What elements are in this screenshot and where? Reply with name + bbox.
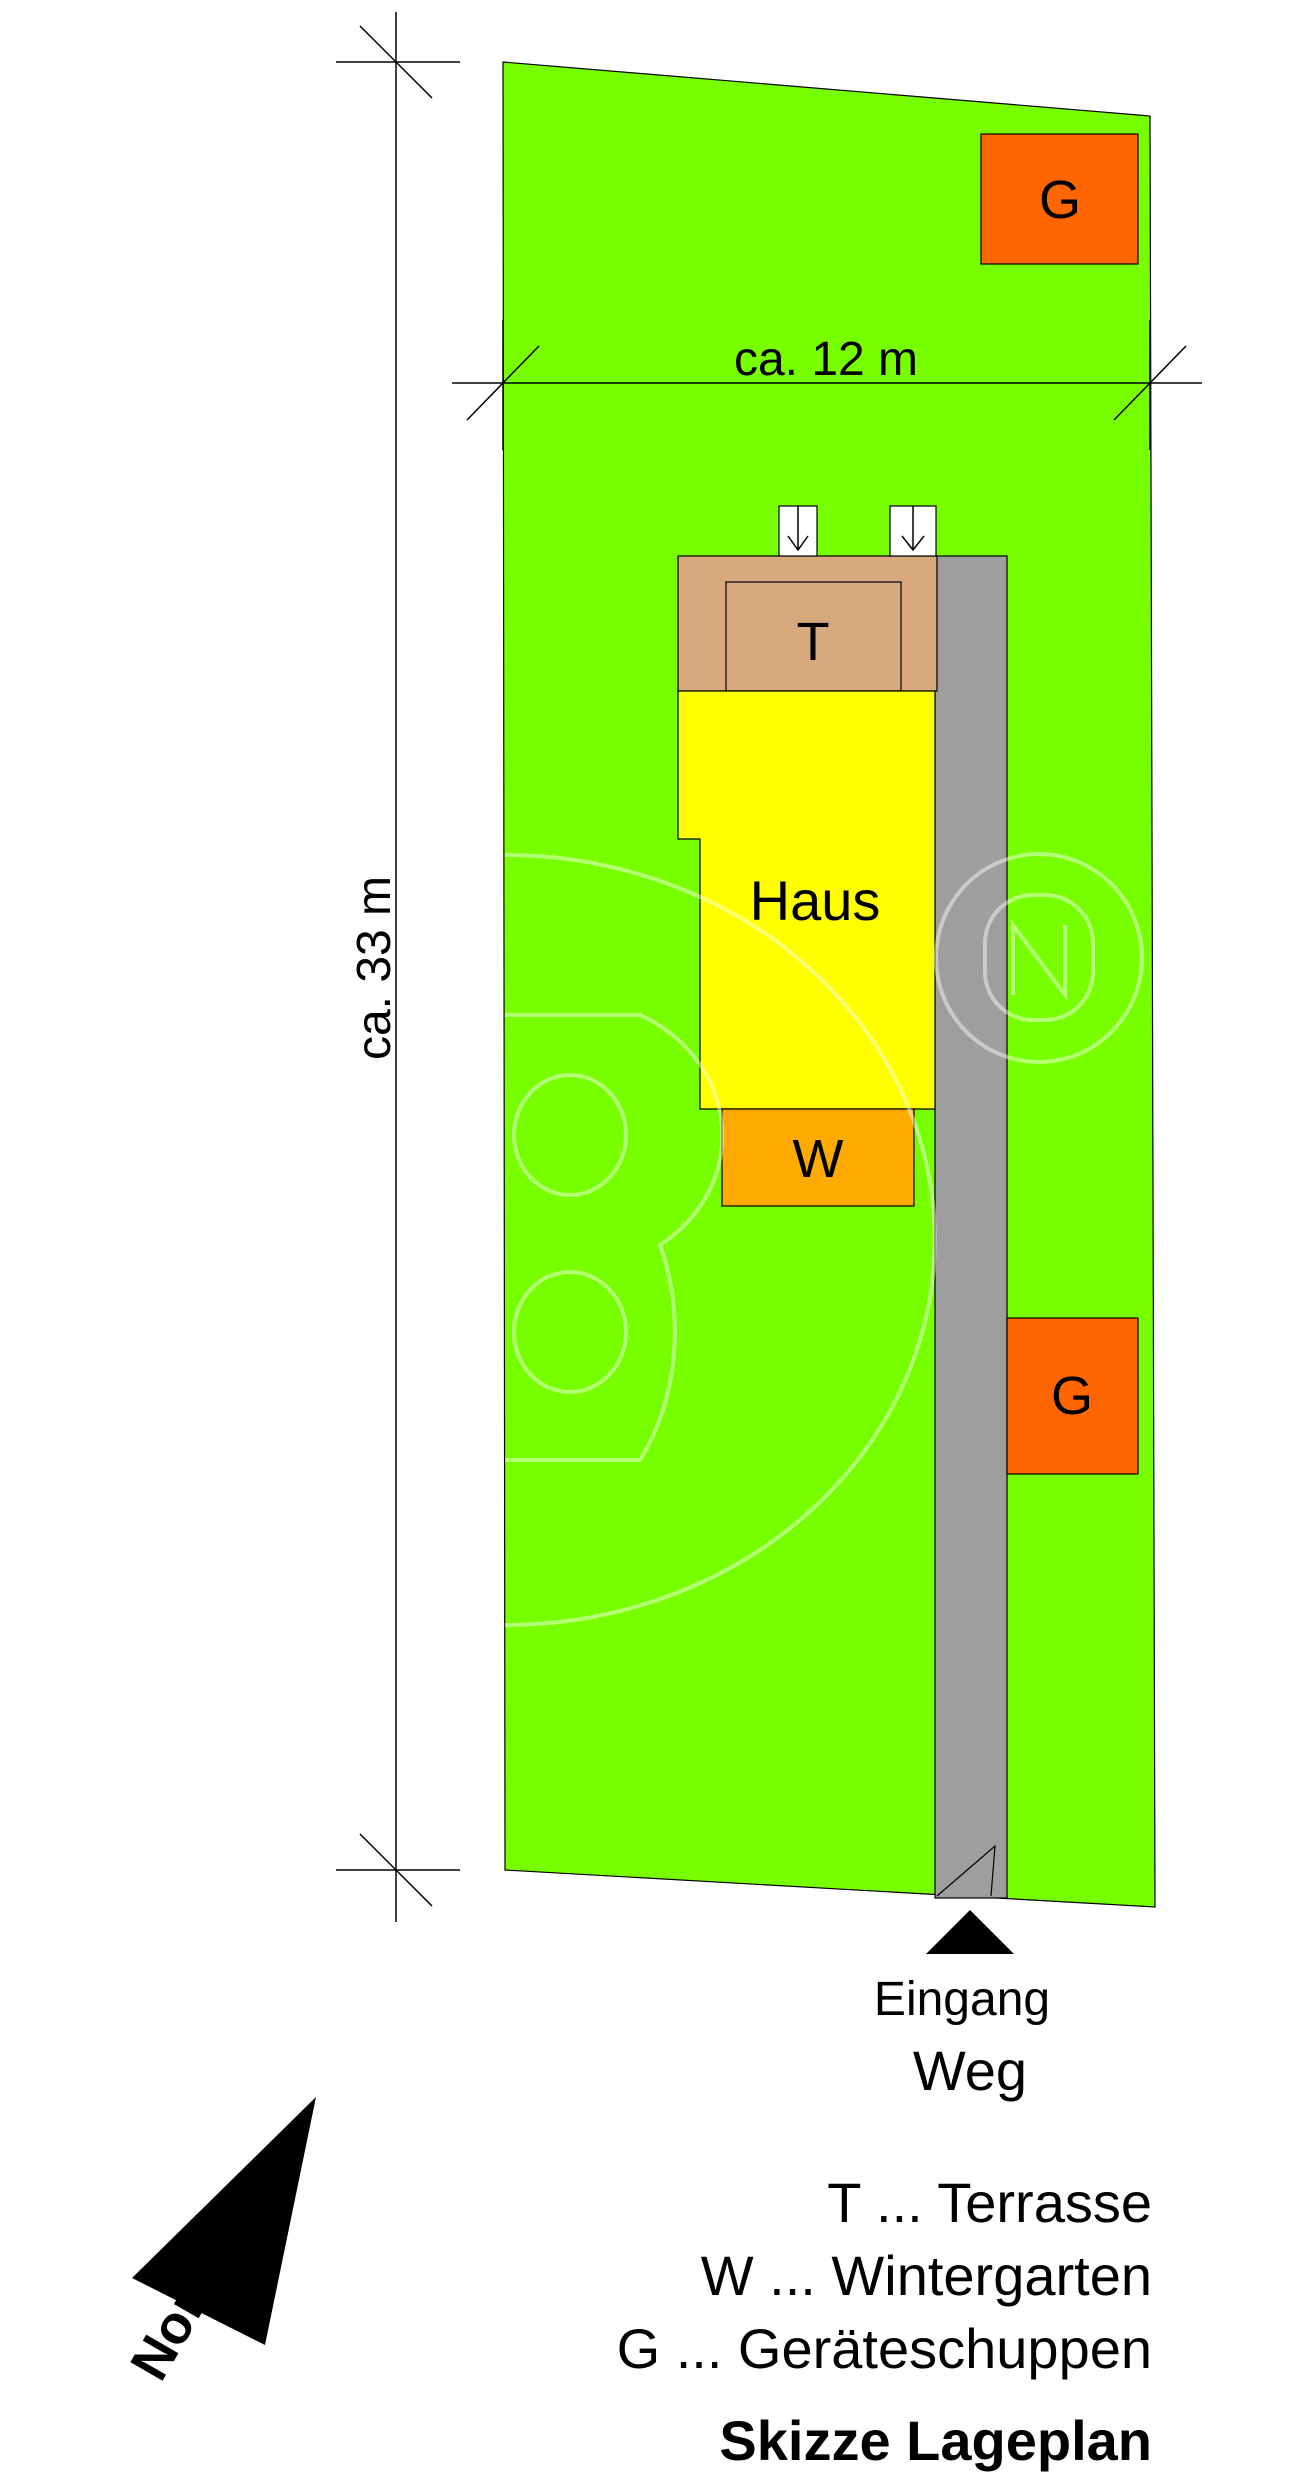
width-dimension-line: [452, 320, 1202, 450]
legend-title: Skizze Lageplan: [719, 2409, 1152, 2472]
terrace-label: T: [797, 612, 830, 672]
entrance-label: Eingang: [874, 1973, 1050, 2026]
path-label: Weg: [913, 2039, 1027, 2102]
length-dimension-line: [336, 12, 460, 1922]
north-arrow-icon: [132, 2097, 316, 2345]
watermark-logo: [504, 852, 1144, 1627]
length-dimension-label: ca. 33 m: [348, 876, 401, 1060]
terrace-access-arrow-left: [778, 505, 818, 557]
terrace-access-arrow-right: [889, 505, 937, 557]
terrace-area: [677, 555, 938, 692]
path-strip: [934, 555, 1008, 1899]
shed-top: [980, 133, 1139, 265]
width-dimension-label: ca. 12 m: [734, 333, 918, 386]
legend-item-terrace: T ... Terrasse: [827, 2171, 1152, 2234]
shed-side-label: G: [1051, 1366, 1093, 1426]
shed-top-label: G: [1039, 170, 1081, 230]
house-building: [677, 690, 936, 1110]
house-label: Haus: [750, 869, 881, 932]
winter-garden-label: W: [793, 1129, 844, 1189]
legend-item-shed: G ... Geräteschuppen: [617, 2317, 1152, 2380]
legend-item-winter-garden: W ... Wintergarten: [701, 2244, 1152, 2307]
winter-garden-area: [721, 1108, 915, 1207]
shed-side: [1006, 1317, 1139, 1475]
entrance-triangle-icon: [926, 1910, 1014, 1954]
entrance-gate-mark: [936, 1844, 996, 1897]
